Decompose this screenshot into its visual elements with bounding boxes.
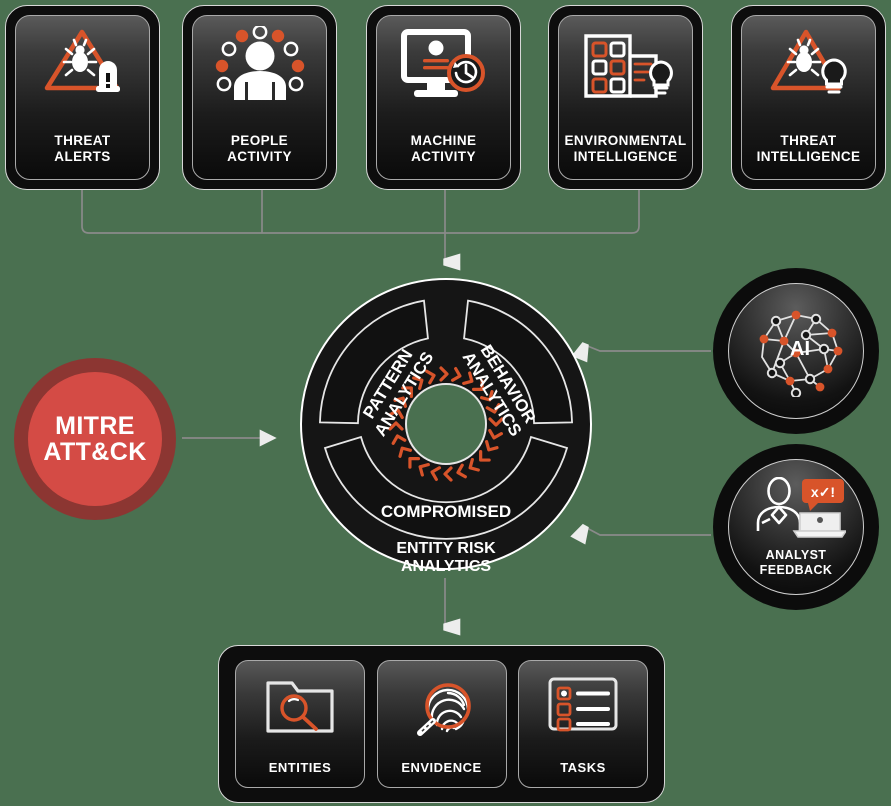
flow-chevron-ring <box>388 366 504 482</box>
source-card-machine-activity[interactable]: MACHINE ACTIVITY <box>366 5 521 190</box>
mitre-line1: MITRE <box>55 411 135 440</box>
ai-engine-badge[interactable]: AI <box>713 268 879 434</box>
card-inner: ENVIRONMENTAL INTELLIGENCE <box>558 15 693 180</box>
analytics-engine-donut: PATTERN ANALYTICS BEHAVIOR ANALYTICS COM… <box>300 278 592 575</box>
analyst-feedback-label: ANALYST FEEDBACK <box>759 548 833 577</box>
threat-intelligence-icon <box>766 26 852 98</box>
mitre-attack-badge[interactable]: MITRE ATT&CK <box>14 358 176 520</box>
analyst-feedback-badge[interactable]: x✓! ANALYST FEEDBACK <box>713 444 879 610</box>
source-card-threat-intelligence[interactable]: THREAT INTELLIGENCE <box>731 5 886 190</box>
output-card-label: TASKS <box>560 760 606 775</box>
people-activity-icon <box>212 26 308 100</box>
output-card-label: ENVIDENCE <box>401 760 482 775</box>
threat-alert-icon <box>40 26 126 98</box>
source-card-label: THREAT INTELLIGENCE <box>756 133 861 165</box>
source-card-people-activity[interactable]: PEOPLE ACTIVITY <box>182 5 337 190</box>
ai-brain-network-icon: AI <box>740 301 852 402</box>
source-card-label: PEOPLE ACTIVITY <box>227 133 292 165</box>
outputs-group: ENTITIES <box>218 645 665 803</box>
ai-badge-text: AI <box>790 338 810 360</box>
source-card-label: MACHINE ACTIVITY <box>410 133 477 165</box>
card-inner: MACHINE ACTIVITY <box>376 15 511 180</box>
source-card-label: THREAT ALERTS <box>54 133 111 165</box>
output-card-entities[interactable]: ENTITIES <box>235 660 365 788</box>
mitre-line2: ATT&CK <box>43 438 147 466</box>
feedback-symbols: x✓! <box>811 484 835 500</box>
fingerprint-magnifier-icon <box>406 675 478 742</box>
donut-graphic <box>300 278 592 570</box>
card-inner: THREAT ALERTS <box>15 15 150 180</box>
mitre-attack-face: MITRE ATT&CK <box>28 372 162 506</box>
source-card-environmental-intelligence[interactable]: ENVIRONMENTAL INTELLIGENCE <box>548 5 703 190</box>
output-card-label: ENTITIES <box>268 760 332 775</box>
ai-engine-face: AI <box>728 283 864 419</box>
machine-activity-icon <box>397 26 491 102</box>
analyst-feedback-face: x✓! ANALYST FEEDBACK <box>728 459 864 595</box>
environmental-intelligence-icon <box>578 26 674 100</box>
source-card-label: ENVIRONMENTAL INTELLIGENCE <box>564 133 687 165</box>
card-inner: THREAT INTELLIGENCE <box>741 15 876 180</box>
analyst-feedback-icon: x✓! <box>746 476 848 544</box>
checklist-icon <box>547 675 619 738</box>
folder-search-icon <box>264 675 336 740</box>
output-card-tasks[interactable]: TASKS <box>518 660 648 788</box>
card-inner: PEOPLE ACTIVITY <box>192 15 327 180</box>
source-card-threat-alerts[interactable]: THREAT ALERTS <box>5 5 160 190</box>
output-card-envidence[interactable]: ENVIDENCE <box>376 660 507 788</box>
